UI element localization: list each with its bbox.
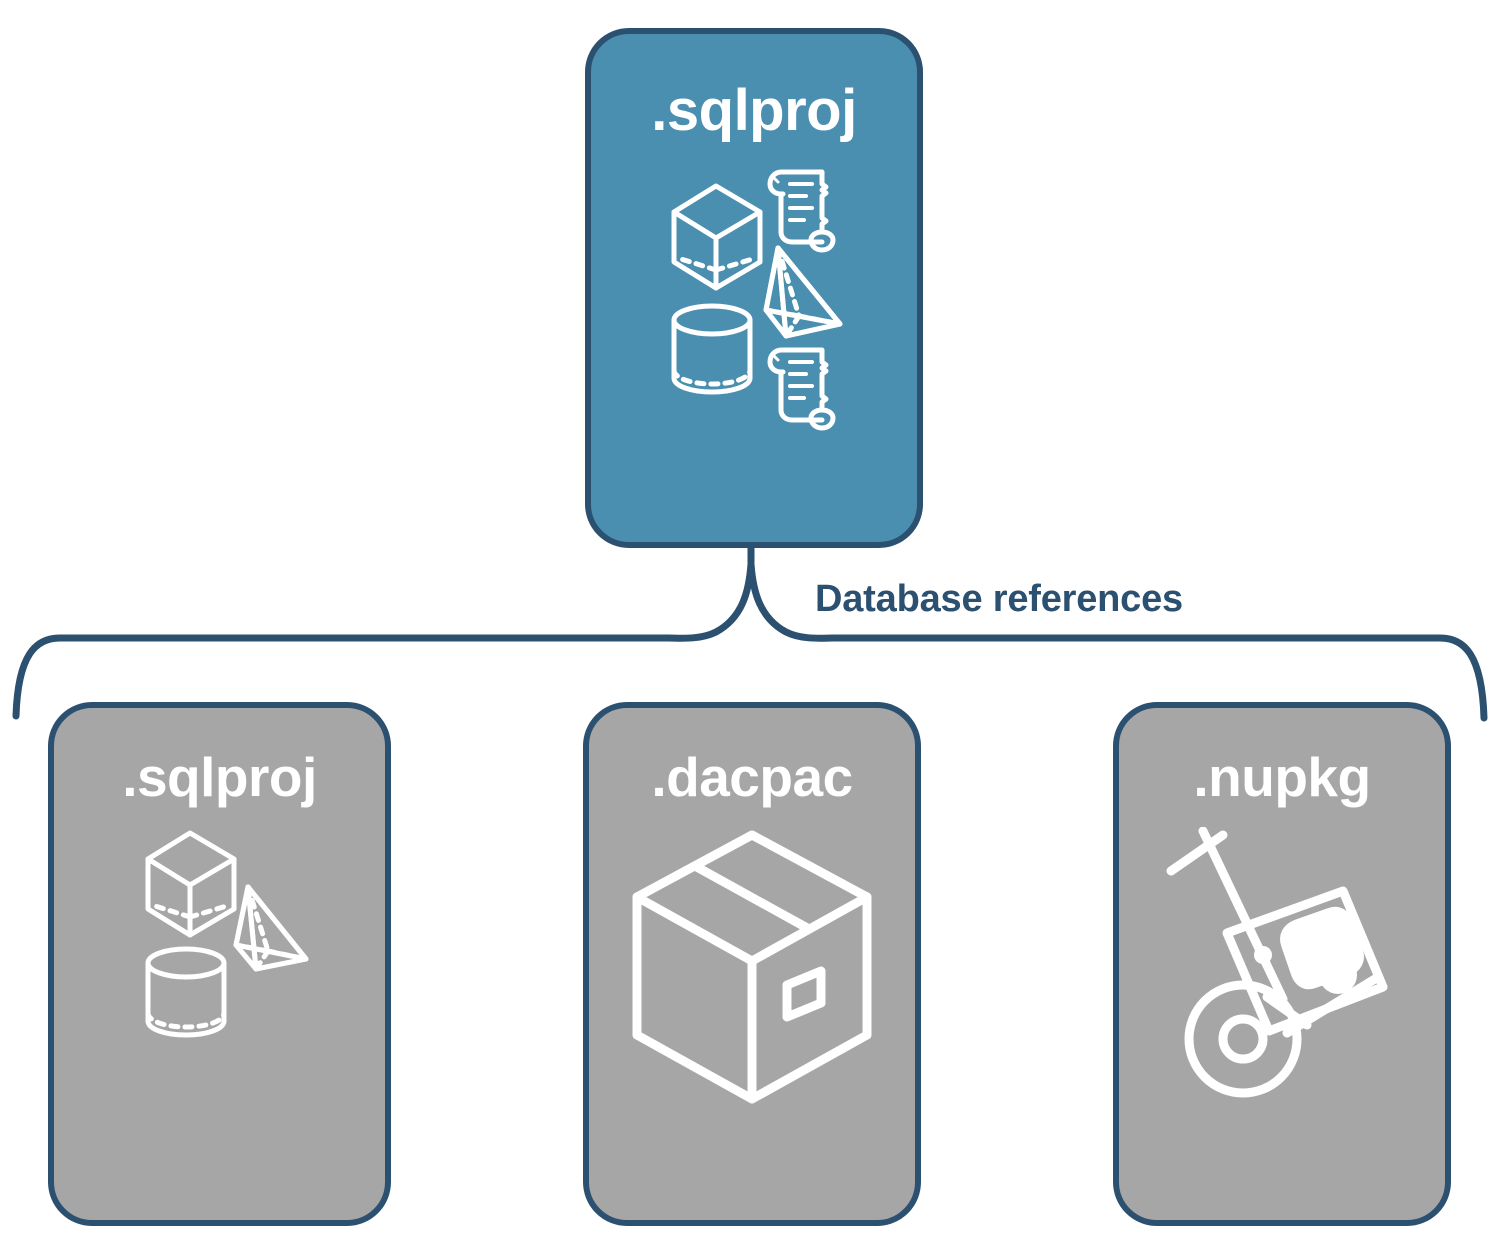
cylinder-icon bbox=[671, 303, 753, 395]
shipping-box-icon bbox=[632, 830, 872, 1104]
wheel-hub bbox=[1218, 1014, 1268, 1064]
scroll-icon-top bbox=[767, 169, 836, 253]
node-reference-dacpac[interactable]: .dacpac bbox=[583, 702, 921, 1226]
node-root-label: .sqlproj bbox=[651, 78, 857, 143]
cylinder-icon bbox=[145, 946, 226, 1038]
cube-icon bbox=[145, 830, 236, 938]
pyramid-icon bbox=[763, 245, 843, 339]
node-reference-sqlproj[interactable]: .sqlproj bbox=[48, 702, 391, 1226]
node-reference-label: .nupkg bbox=[1193, 746, 1371, 808]
nuget-package-icon bbox=[1222, 886, 1388, 1036]
scroll-icon-bottom bbox=[767, 347, 836, 431]
pyramid-icon bbox=[233, 884, 308, 972]
node-reference-nupkg[interactable]: .nupkg bbox=[1113, 702, 1451, 1226]
node-reference-label: .dacpac bbox=[651, 746, 853, 808]
database-objects-icon bbox=[671, 169, 843, 431]
node-reference-label: .sqlproj bbox=[122, 746, 317, 808]
hand-truck-package-icon bbox=[1166, 827, 1388, 1098]
wheel-outer bbox=[1184, 980, 1302, 1098]
package-box-icon bbox=[632, 830, 872, 1104]
brace-left-arm bbox=[12, 560, 755, 720]
edge-label-database-references: Database references bbox=[815, 578, 1183, 620]
cube-icon bbox=[671, 183, 763, 291]
database-objects-icon bbox=[145, 830, 308, 1038]
node-root-sqlproj[interactable]: .sqlproj bbox=[585, 28, 923, 548]
